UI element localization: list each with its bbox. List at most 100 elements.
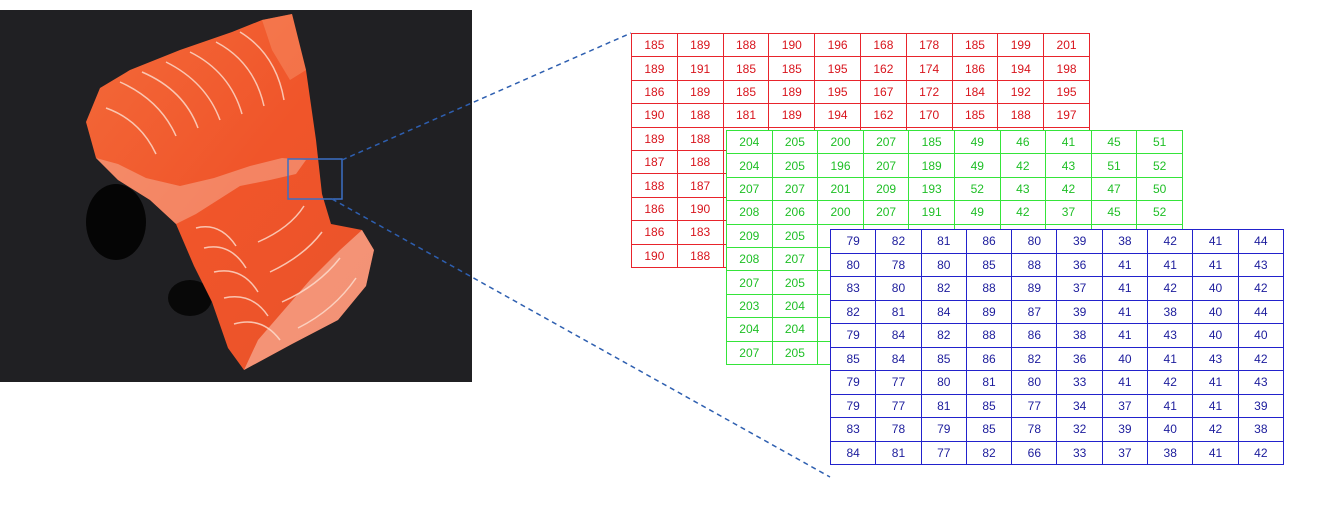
green-cell: 204 [726,153,773,178]
blue-cell: 84 [875,323,922,348]
red-cell: 189 [676,79,724,105]
green-cell: 205 [771,270,819,295]
blue-cell: 41 [1192,252,1239,277]
green-cell: 51 [1090,153,1138,178]
green-cell: 205 [771,223,819,248]
blue-cell: 81 [920,229,967,254]
blue-cell: 89 [1011,276,1058,301]
green-cell: 191 [908,200,955,225]
red-cell: 191 [676,56,724,81]
blue-cell: 42 [1237,346,1284,371]
blue-cell: 81 [965,370,1013,395]
green-cell: 51 [1136,129,1183,155]
blue-cell: 84 [875,346,922,371]
red-cell: 188 [997,103,1045,128]
red-cell: 185 [768,56,816,81]
red-cell: 196 [814,32,861,58]
red-cell: 188 [676,243,724,268]
green-cell: 207 [726,270,773,295]
green-cell: 42 [999,200,1047,225]
red-cell: 190 [768,32,816,58]
blue-cell: 85 [829,346,877,371]
blue-cell: 77 [1011,393,1058,418]
blue-cell: 77 [875,370,922,395]
red-cell: 189 [631,56,678,81]
green-cell: 41 [1045,129,1092,155]
green-cell: 37 [1045,200,1092,225]
green-cell: 204 [771,293,819,319]
green-cell: 49 [953,129,1001,155]
blue-cell: 40 [1192,323,1239,348]
blue-cell: 44 [1237,299,1284,324]
blue-cell: 79 [829,229,877,254]
green-cell: 43 [1045,153,1092,178]
blue-cell: 43 [1147,323,1194,348]
red-cell: 178 [905,32,953,58]
blue-cell: 41 [1101,299,1149,324]
blue-cell: 36 [1056,252,1103,277]
blue-cell: 42 [1237,440,1284,465]
green-cell: 205 [771,153,819,178]
red-cell: 188 [722,32,770,58]
blue-cell: 40 [1192,276,1239,301]
blue-cell: 43 [1237,252,1284,277]
blue-cell: 81 [875,440,922,465]
red-cell: 172 [905,79,953,105]
green-cell: 205 [771,340,819,365]
red-cell: 189 [768,103,816,128]
green-cell: 200 [817,200,864,225]
red-cell: 197 [1043,103,1090,128]
green-cell: 207 [771,176,819,202]
blue-cell: 41 [1101,252,1149,277]
green-cell: 204 [771,317,819,342]
green-cell: 209 [726,223,773,248]
red-cell: 195 [814,79,861,105]
red-cell: 188 [676,126,724,151]
blue-cell: 82 [829,299,877,324]
blue-cell: 81 [875,299,922,324]
red-cell: 201 [1043,32,1090,58]
blue-cell: 41 [1101,276,1149,301]
blue-cell: 80 [1011,370,1058,395]
blue-cell: 38 [1147,440,1194,465]
red-cell: 185 [631,32,678,58]
red-cell: 181 [722,103,770,128]
blue-cell: 38 [1147,299,1194,324]
blue-cell: 84 [829,440,877,465]
red-cell: 162 [859,56,907,81]
blue-cell: 37 [1056,276,1103,301]
blue-cell: 36 [1056,346,1103,371]
blue-cell: 42 [1192,417,1239,442]
green-cell: 52 [1136,153,1183,178]
blue-cell: 41 [1147,393,1194,418]
blue-cell: 82 [875,229,922,254]
blue-cell: 43 [1192,346,1239,371]
blue-cell: 80 [829,252,877,277]
red-cell: 186 [631,220,678,245]
green-cell: 42 [1045,176,1092,202]
red-cell: 199 [997,32,1045,58]
red-cell: 174 [905,56,953,81]
red-cell: 187 [676,173,724,198]
red-cell: 198 [1043,56,1090,81]
salmon-photo [0,10,472,382]
red-cell: 184 [951,79,999,105]
blue-cell: 82 [965,440,1013,465]
blue-cell: 34 [1056,393,1103,418]
blue-cell: 78 [875,417,922,442]
red-cell: 194 [814,103,861,128]
blue-cell: 41 [1192,229,1239,254]
green-cell: 45 [1090,129,1138,155]
green-cell: 201 [817,176,864,202]
green-cell: 206 [771,200,819,225]
red-cell: 162 [859,103,907,128]
blue-cell: 82 [920,323,967,348]
red-cell: 186 [631,196,678,222]
blue-cell: 33 [1056,370,1103,395]
